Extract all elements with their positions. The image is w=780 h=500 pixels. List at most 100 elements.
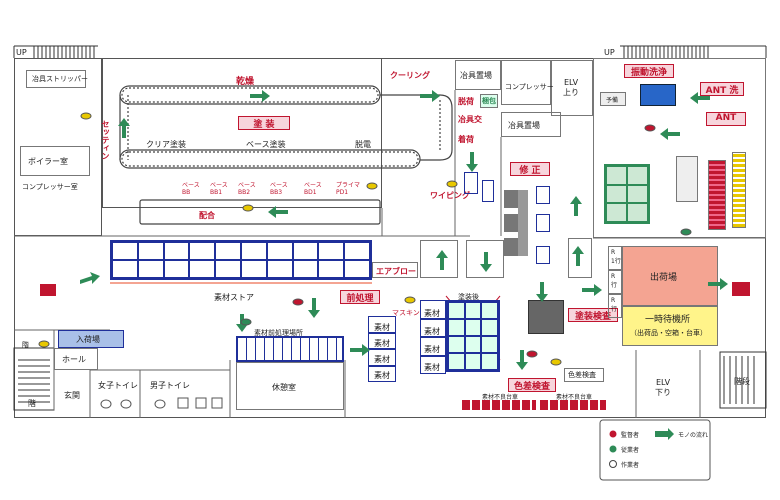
correction-rack-4	[518, 190, 528, 256]
setting-label: セッティン	[101, 120, 110, 160]
vibration-wash-label: 振動洗浄	[624, 64, 674, 78]
lpr-rack-grid	[604, 164, 650, 224]
people-markers	[38, 112, 692, 366]
up-label-left: UP	[16, 48, 27, 57]
ant-label: ANT	[706, 112, 746, 126]
blue-tank	[640, 84, 676, 106]
material-rack-right	[540, 400, 606, 410]
tool-storage-top-room	[455, 60, 501, 90]
paint-inspect-gray	[528, 300, 564, 334]
small-rack-right	[676, 156, 698, 202]
tool-storage-top-label: 冶具置場	[460, 71, 492, 80]
flow-arrow-paint-inspect	[536, 282, 548, 302]
material-rack-left-label: 素材不良台車	[482, 394, 519, 401]
r-box-2	[608, 270, 622, 294]
transfer-box-3	[568, 238, 592, 278]
cooling-label: クーリング	[390, 71, 430, 80]
transfer-box-1	[420, 240, 458, 278]
wiping-blue-1	[464, 172, 478, 194]
material-store-grid	[110, 240, 372, 280]
tool-stripper-label: 冶具ストリッパー	[32, 75, 88, 83]
red-rack	[708, 160, 726, 230]
flow-arrow-dry	[250, 90, 270, 102]
forklift-icon-right	[732, 282, 750, 296]
r-box-1	[608, 246, 622, 270]
booth-b2-label: ベース BB2	[238, 182, 256, 196]
material-label-5: 素材	[424, 309, 440, 318]
flow-arrow-cooling	[420, 90, 440, 102]
flow-arrow-transfer2	[480, 252, 492, 272]
degrease-label: 脱電	[355, 140, 371, 149]
flow-arrow-wash	[690, 92, 710, 104]
flow-arrow-to-shipping	[582, 284, 602, 296]
correction-blue-3	[536, 246, 550, 264]
flow-arrow-shipping-out	[708, 278, 728, 290]
boiler-label: ボイラー室	[28, 157, 68, 166]
boiler-room	[20, 146, 90, 176]
prewash-box	[600, 92, 626, 106]
pack-label: 梱包	[482, 97, 496, 105]
tool-storage-mid-label: 冶具置場	[508, 121, 540, 130]
clear-paint-label: クリア塗装	[146, 140, 186, 149]
degas-label: 脱荷	[458, 97, 474, 106]
primer-label: プライマ PD1	[336, 182, 361, 196]
material-rack-right-label: 素材不良台車	[556, 394, 593, 401]
paint-label: 塗 装	[238, 116, 290, 130]
material-label-8: 素材	[424, 363, 440, 372]
arrival-label: 入荷場	[76, 335, 100, 344]
arrival-box	[58, 330, 124, 348]
booth-b3-label: ベース BB3	[270, 182, 288, 196]
flow-arrow-correction	[570, 196, 582, 216]
compressor-top-room	[501, 60, 551, 105]
correction-rack-3	[504, 238, 518, 256]
up-label-right: UP	[604, 48, 615, 57]
yellow-rack	[732, 152, 746, 228]
correction-blue-2	[536, 214, 550, 232]
flow-arrow-transfer1	[436, 250, 448, 270]
material-label-7: 素材	[424, 345, 440, 354]
material-label-2: 素材	[374, 339, 390, 348]
correction-rack-1	[504, 190, 518, 208]
r3-label: R 行	[611, 297, 618, 313]
forklift-icon-left	[40, 284, 56, 296]
hall-box	[54, 348, 98, 370]
material-dept-label: 素材前処理場所	[254, 329, 303, 337]
color-inspect-label: 色差検査	[508, 378, 556, 392]
forklift-icons	[40, 282, 750, 296]
flow-arrow-degas	[466, 152, 478, 172]
stairs-right-label: 階段	[734, 377, 750, 386]
legend-flow: モノの流れ	[678, 432, 709, 439]
legend-staff: 従業者	[621, 447, 640, 454]
ant-wash-label: ANT 洗	[700, 82, 744, 96]
compressor-room-label: コンプレッサー室	[22, 183, 78, 191]
packing-label: 塗装後	[458, 293, 479, 301]
wiping-blue-2	[482, 180, 494, 202]
tool-stripper-box	[26, 70, 86, 88]
legend-worker: 作業者	[621, 462, 640, 469]
material-label-4: 素材	[374, 371, 390, 380]
male-toilet-label: 男子トイレ	[150, 381, 190, 390]
distribution-label: 配合	[190, 210, 224, 222]
air-blow-label: エアブロー	[376, 267, 416, 276]
legend-manager: 監督者	[621, 432, 640, 439]
elv-down-label: ELV 下り	[655, 378, 671, 397]
stair-tag-up: 階	[22, 341, 29, 349]
material-label-6: 素材	[424, 327, 440, 336]
flow-arrow-distribution	[268, 206, 288, 218]
r2-label: R 行	[611, 273, 618, 289]
temp-waiting-sub-label: （出荷品・空箱・台車）	[630, 329, 707, 337]
female-toilet-label: 女子トイレ	[98, 381, 138, 390]
flow-arrow-pretreat	[308, 298, 320, 318]
base-paint-label: ベース塗装	[246, 140, 286, 149]
flow-arrow-dept	[350, 344, 370, 356]
booth-b-label: ベース BB	[182, 182, 200, 196]
material-store-underline	[110, 282, 372, 284]
material-label-1: 素材	[374, 323, 390, 332]
dry-label: 乾燥	[236, 77, 255, 87]
inspection-room	[564, 368, 604, 382]
booth-bd1-label: ベース BD1	[304, 182, 322, 196]
flow-arrow-arrival	[80, 272, 100, 284]
temp-waiting-label: 一時待機所	[645, 315, 691, 325]
